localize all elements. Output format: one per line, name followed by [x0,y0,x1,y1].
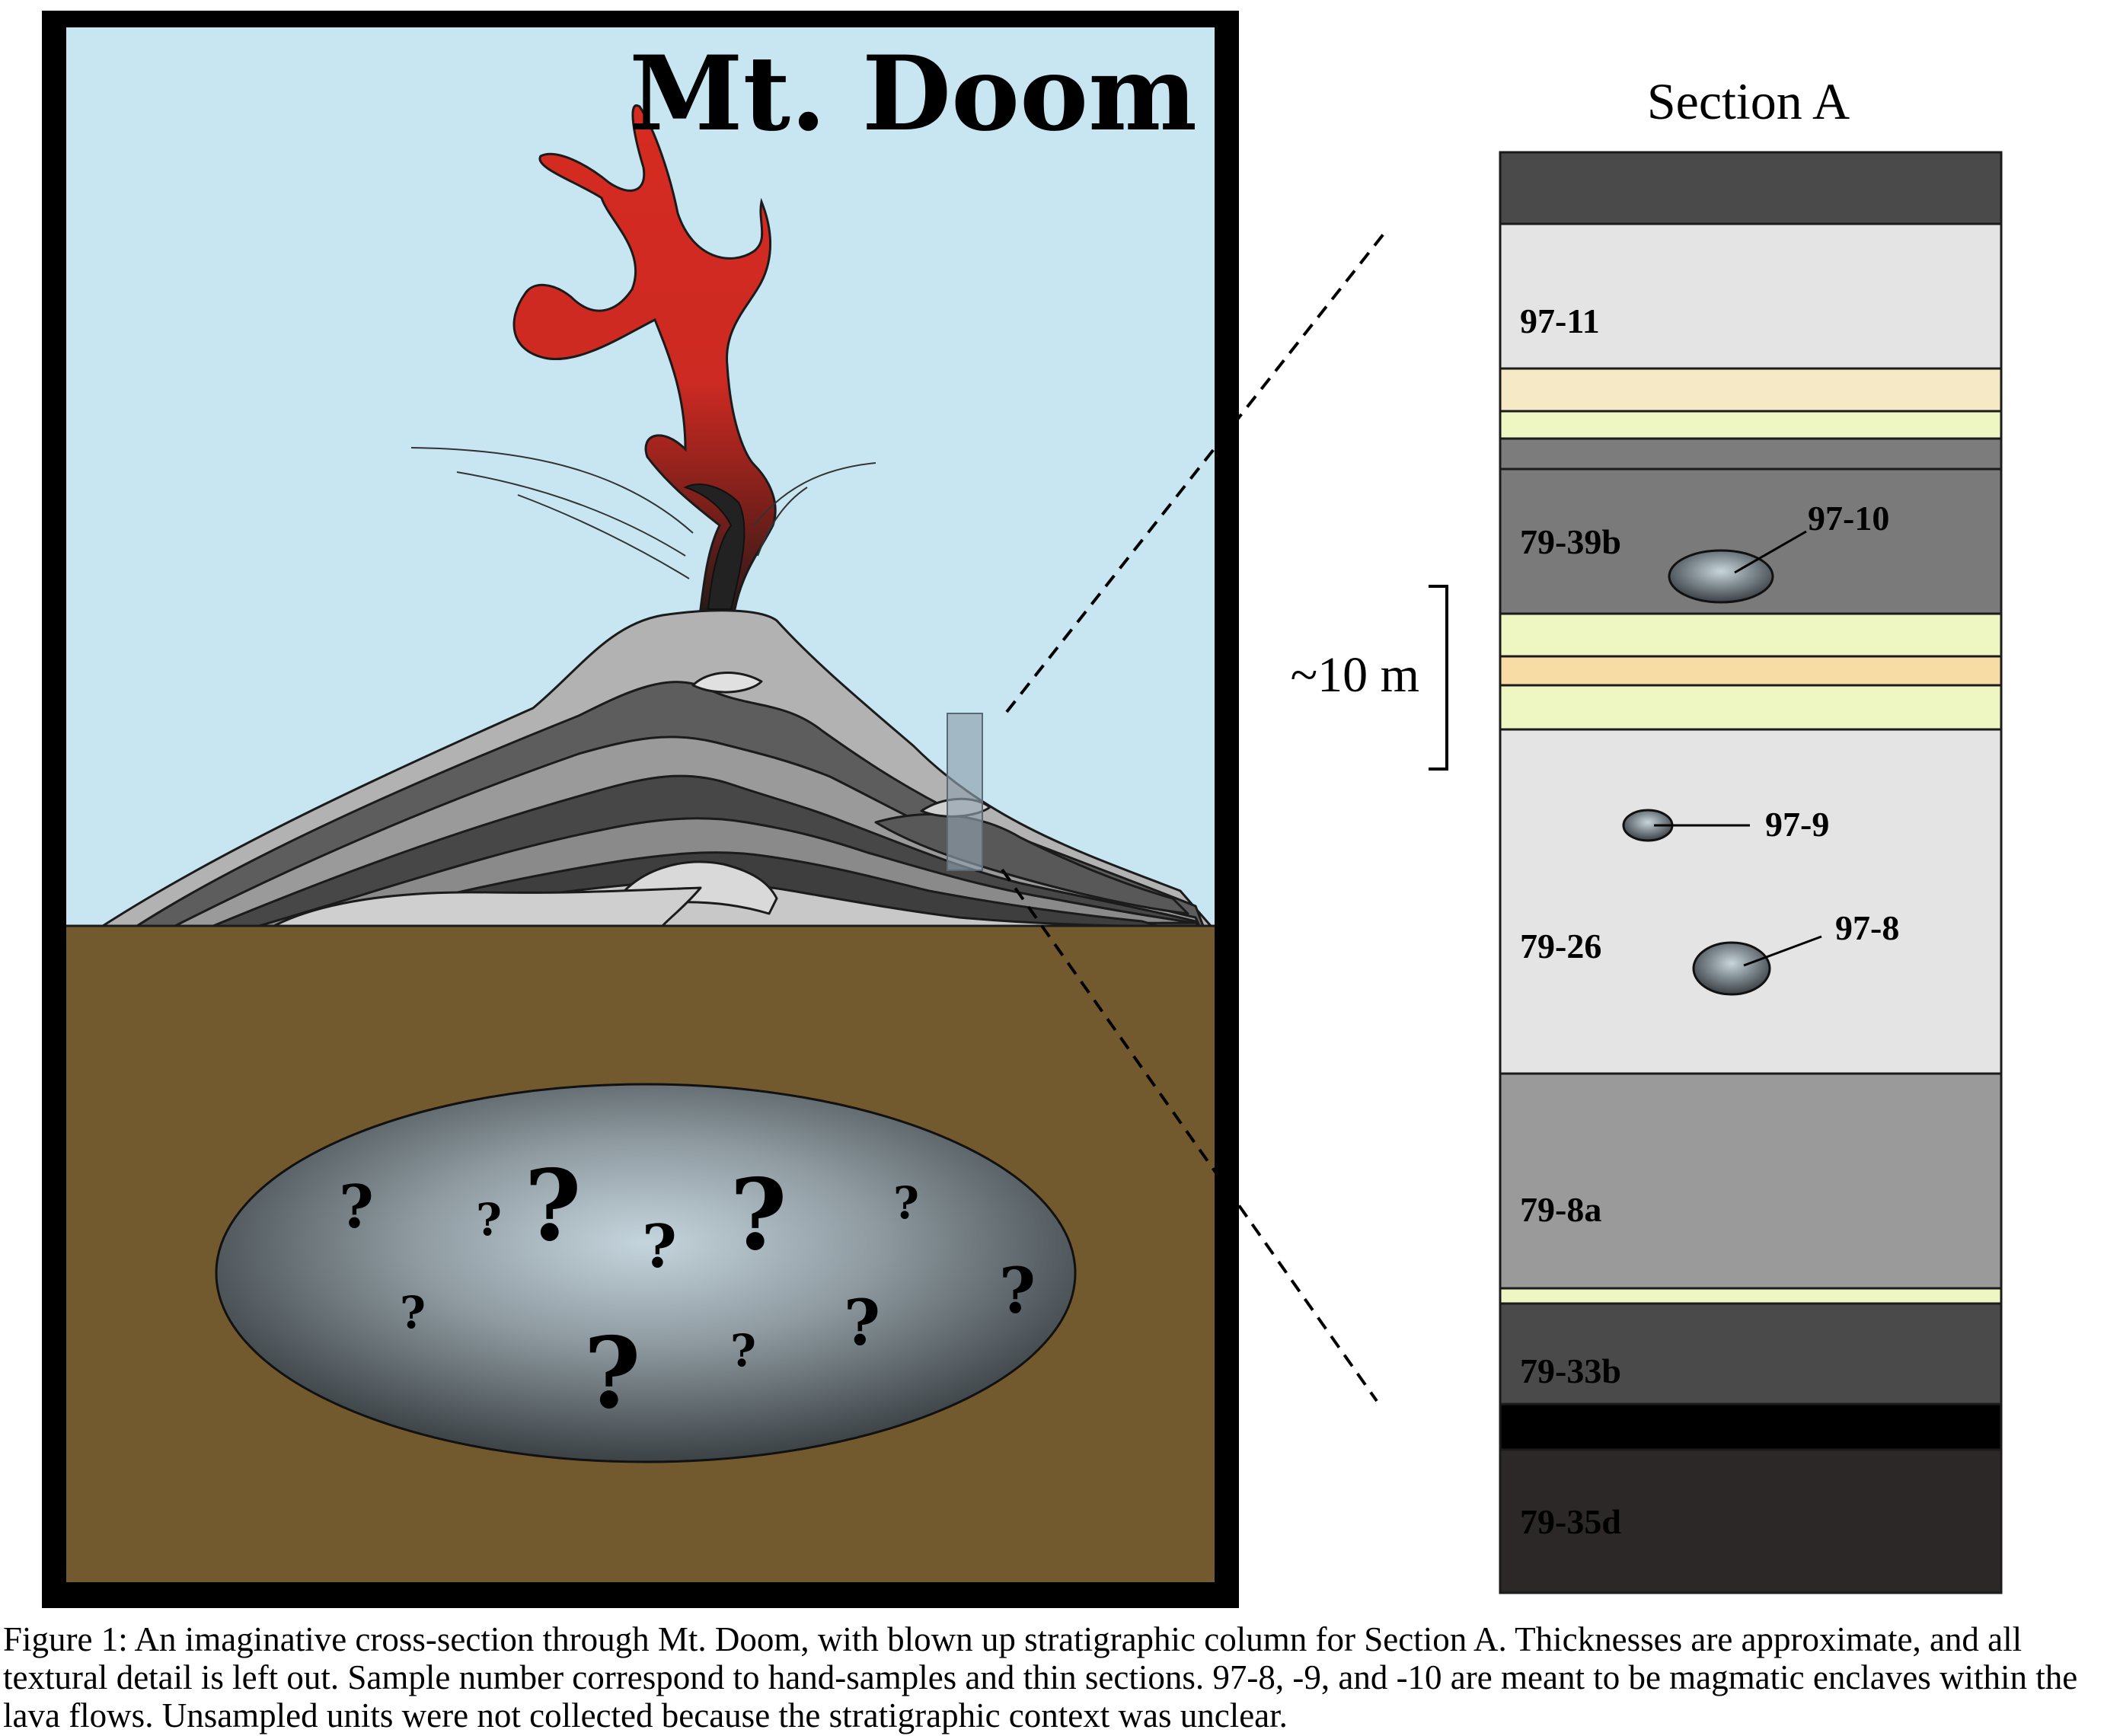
enclaves: 97-10 97-9 97-8 [1622,499,1899,996]
scale-bracket [1429,585,1448,771]
section-a-marker [947,713,983,871]
layer-79-35d [1499,1448,2003,1594]
question-mark: ? [999,1255,1036,1328]
layer-79-8a [1499,1072,2003,1290]
layer-lime-3 [1499,684,2003,731]
projection-line-bottom [1001,868,1378,1403]
column-layers [1499,151,2003,1594]
layer-top-dark [1499,151,2003,225]
volcano-cone [101,609,1212,927]
eruption-plume [410,104,876,611]
question-mark: ? [476,1194,502,1246]
enclave-97-8 [1692,941,1771,996]
question-mark: ? [584,1316,641,1431]
question-mark: ? [642,1212,677,1281]
layer-cream [1499,367,2003,413]
cross-section-panel: ? ? ? ? ? ? ? ? ? ? ? Mt. Doom [42,11,1239,1608]
layer-lime-4 [1499,1287,2003,1305]
unit-label: 79-8a [1520,1190,1601,1229]
unit-label: 97-11 [1520,302,1600,340]
layer-79-26 [1499,728,2003,1075]
leader-line [1734,530,1807,574]
question-mark: ? [730,1325,756,1377]
volcano-title: Mt. Doom [629,33,1197,154]
enclave-label: 97-8 [1835,908,1899,947]
question-mark: ? [400,1287,426,1339]
unit-label: 79-26 [1520,927,1601,965]
unit-label: 79-39b [1520,522,1621,561]
lava-plume [512,104,777,611]
question-mark: ? [525,1149,582,1263]
vent-lens [691,672,763,694]
layer-79-33b [1499,1302,2003,1406]
plume-ash-wisps [410,447,876,579]
question-mark: ? [893,1177,919,1229]
question-mark: ? [730,1158,787,1272]
layer-lime [1499,410,2003,440]
layer-97-11 [1499,222,2003,370]
section-title: Section A [1647,72,1850,130]
layer-orange [1499,655,2003,687]
magma-chamber: ? ? ? ? ? ? ? ? ? ? ? [215,1083,1077,1463]
enclave-label: 97-9 [1765,805,1829,844]
enclave-97-10 [1668,549,1774,604]
enclave-label: 97-10 [1808,499,1889,538]
scale-label: ~10 m [1290,647,1419,703]
projection-lines [1001,231,1386,1403]
layer-lime-2 [1499,612,2003,658]
unit-label: 79-35d [1520,1502,1621,1541]
magma-chamber-body [215,1083,1077,1463]
layer-mid-gray [1499,437,2003,471]
leader-line [1743,935,1822,967]
unknown-markers: ? ? ? ? ? ? ? ? ? ? ? [339,1149,1036,1431]
base-mound [273,886,702,927]
bracket [1429,585,1448,771]
question-mark: ? [844,1287,880,1360]
question-mark: ? [339,1173,374,1242]
stratigraphic-column: Section A 97-11 79-39b 79-26 79-8a 79-33… [1290,72,2003,1594]
projection-line-top [1005,231,1386,713]
layer-black [1499,1403,2003,1451]
plume-dark-core [683,483,745,610]
figure-caption: Figure 1: An imaginative cross-section t… [3,1620,2078,1734]
unit-label: 79-33b [1520,1351,1621,1390]
